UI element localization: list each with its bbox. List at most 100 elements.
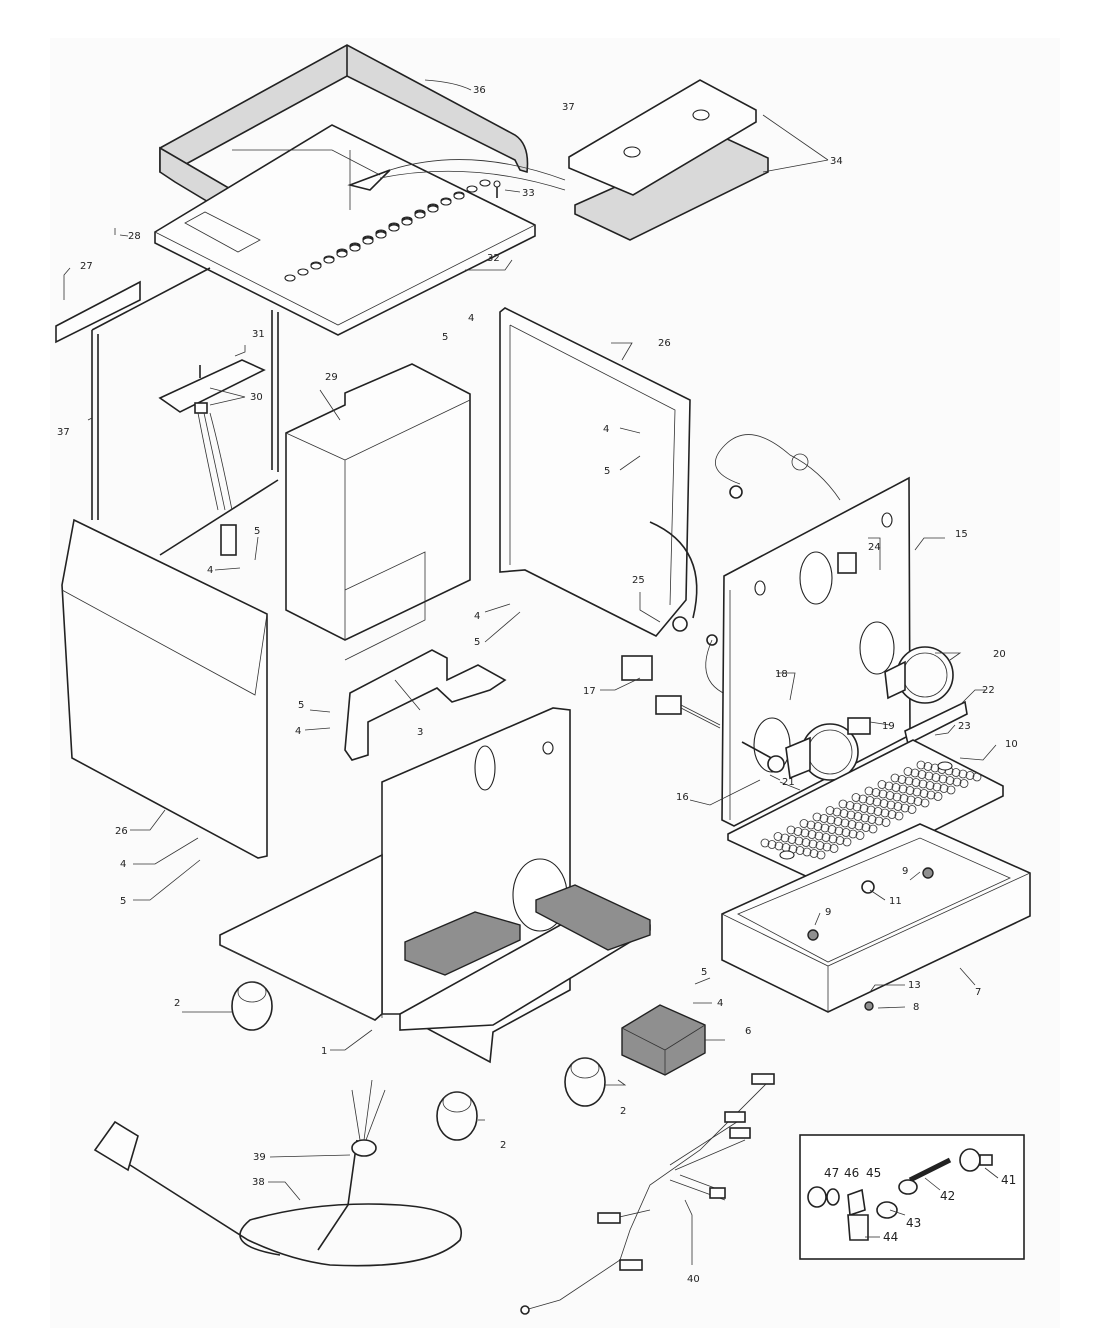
label-5b: 5 [604, 466, 610, 477]
grid-hole [807, 830, 817, 839]
label-1: 1 [321, 1046, 327, 1057]
part-thermostat-bracket [158, 359, 266, 556]
label-46: 46 [844, 1166, 859, 1180]
grid-hole [851, 793, 861, 802]
grid-hole [834, 826, 844, 836]
label-21: 21 [782, 777, 795, 788]
grid-hole [903, 767, 913, 776]
top-plate-hole [375, 231, 387, 239]
grid-hole [871, 788, 881, 797]
part-pressure-gauge-20 [884, 646, 954, 704]
grid-hole [820, 823, 830, 833]
part-foot-left [231, 981, 273, 1031]
grid-hole [907, 805, 917, 814]
part-pressure-gauge-16 [785, 723, 859, 781]
grid-hole [880, 808, 890, 818]
top-plate-hole [479, 179, 491, 187]
grid-hole [894, 811, 904, 821]
grid-hole [872, 797, 882, 807]
label-32: 32 [487, 253, 500, 264]
label-15: 15 [955, 529, 968, 540]
grid-hole [878, 789, 888, 799]
grid-hole [946, 785, 956, 795]
label-26-front: 26 [115, 826, 128, 837]
label-4b: 4 [603, 424, 609, 435]
grid-hole [952, 777, 962, 787]
grid-hole [802, 847, 812, 857]
top-plate-hole [336, 250, 348, 258]
grid-hole [858, 794, 868, 804]
grid-hole [891, 783, 901, 792]
label-33: 33 [522, 188, 535, 199]
grid-hole [846, 810, 856, 820]
grid-hole [918, 779, 928, 789]
grid-hole [965, 771, 975, 780]
grid-hole [919, 789, 929, 798]
grid-hole [833, 817, 843, 826]
grid-hole [933, 792, 943, 801]
grid-hole [866, 805, 876, 815]
grid-hole [853, 812, 863, 821]
grid-hole [773, 832, 783, 841]
grid-hole [760, 838, 770, 848]
grid-hole [840, 818, 850, 828]
grid-hole [838, 799, 848, 809]
part-water-tank [285, 363, 471, 661]
label-5c: 5 [254, 526, 260, 537]
grid-hole [951, 768, 961, 777]
part-drip-grid [727, 739, 1004, 886]
grid-hole [879, 799, 889, 808]
grid-hole [827, 825, 837, 834]
part-control-panel [721, 476, 911, 827]
label-39: 39 [253, 1152, 266, 1163]
grid-hole [821, 833, 831, 842]
grid-hole [911, 778, 921, 787]
label-38: 38 [252, 1177, 265, 1188]
grid-hole [867, 815, 877, 824]
grid-hole [774, 841, 784, 851]
label-6: 6 [745, 1026, 751, 1037]
label-11: 11 [889, 896, 902, 907]
grid-hole [868, 824, 878, 834]
grid-hole [925, 781, 935, 790]
grid-hole [912, 787, 922, 797]
grid-hole [913, 797, 923, 806]
grid-hole [780, 833, 790, 843]
grid-hole [786, 825, 796, 835]
grid-hole [874, 816, 884, 826]
grid-hole [945, 776, 955, 785]
grid-hole [845, 801, 855, 810]
label-37-side: 37 [57, 427, 70, 438]
top-plate-hole [414, 211, 426, 219]
part-switch-17 [621, 655, 721, 729]
grid-hole [813, 822, 823, 831]
drip-grid-holes [760, 760, 982, 860]
grid-hole [899, 794, 909, 803]
label-40: 40 [687, 1274, 700, 1285]
top-plate-hole [401, 218, 413, 226]
grid-hole [972, 772, 982, 782]
label-10: 10 [1005, 739, 1018, 750]
grid-hole [793, 827, 803, 836]
label-28: 28 [128, 231, 141, 242]
label-43: 43 [906, 1216, 921, 1230]
grid-hole [877, 780, 887, 789]
grid-hole [808, 839, 818, 849]
label-44: 44 [883, 1230, 898, 1244]
grid-hole [839, 809, 849, 818]
label-5e: 5 [298, 700, 304, 711]
grid-hole [822, 842, 832, 852]
grid-hole [881, 818, 891, 827]
grid-hole [852, 802, 862, 812]
part-rear-side-panel [499, 307, 691, 638]
label-18: 18 [775, 669, 788, 680]
part-pump-box [621, 1004, 706, 1076]
part-top-plate [154, 124, 566, 336]
grid-hole [854, 821, 864, 831]
grid-hole [801, 838, 811, 847]
label-36: 36 [473, 85, 486, 96]
label-5d: 5 [474, 637, 480, 648]
grid-hole [890, 773, 900, 783]
grid-hole [884, 781, 894, 791]
label-4c: 4 [207, 565, 213, 576]
